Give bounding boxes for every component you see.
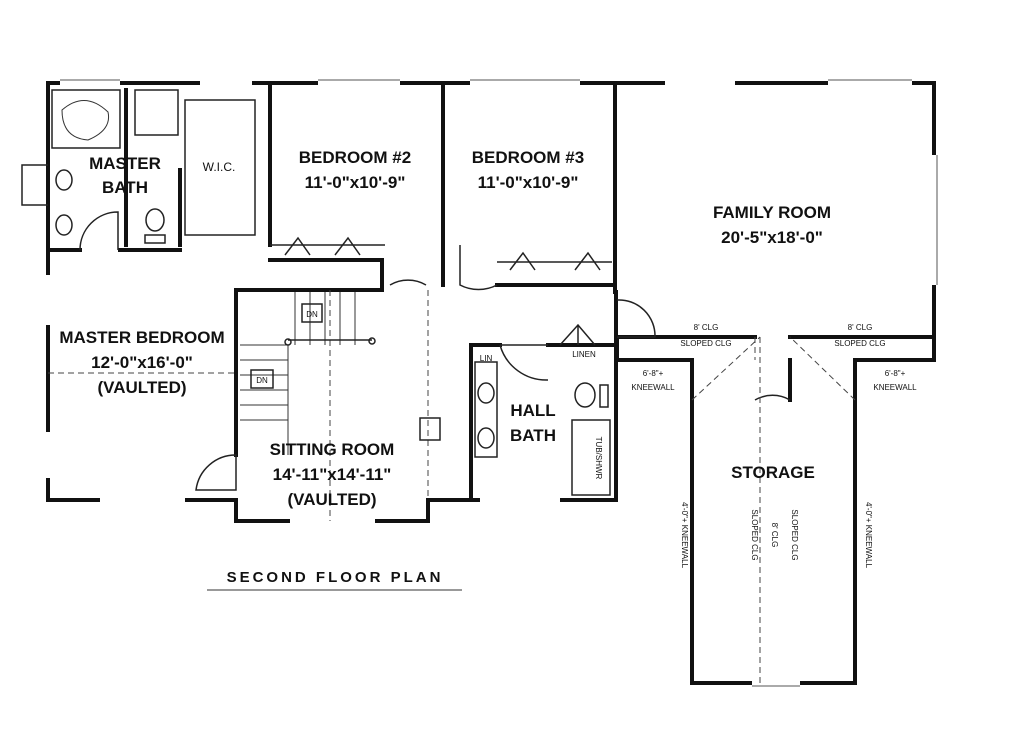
closet-doors <box>270 236 612 271</box>
doors <box>79 211 791 491</box>
clg-left-1: 8' CLG <box>694 323 719 332</box>
clg-left-2: SLOPED CLG <box>680 339 731 348</box>
bedroom3-size: 11'-0"x10'-9" <box>478 173 579 192</box>
clg-right-2: SLOPED CLG <box>834 339 885 348</box>
hall-bath-label-2: BATH <box>510 426 556 445</box>
tub-shwr-label: TUB/SHWR <box>594 437 603 480</box>
bedroom2-size: 11'-0"x10'-9" <box>305 173 406 192</box>
wic-label: W.I.C. <box>203 160 236 174</box>
room-labels: MASTER BATH W.I.C. BEDROOM #2 11'-0"x10'… <box>59 148 831 509</box>
master-bedroom-size: 12'-0"x16'-0" <box>91 353 193 372</box>
hall-bath-fixtures <box>419 361 611 496</box>
storage-sloped-right: SLOPED CLG <box>790 509 799 560</box>
linen-label: LINEN <box>572 350 596 359</box>
master-bath-fixtures <box>51 89 256 244</box>
dn-label-1: DN <box>306 310 318 319</box>
sitting-room-name: SITTING ROOM <box>270 440 395 459</box>
storage-label: STORAGE <box>731 463 815 482</box>
storage-knee-right: 4'-0"+ KNEEWALL <box>864 502 873 569</box>
windows <box>45 79 938 687</box>
knee-left-2: KNEEWALL <box>631 383 675 392</box>
dashed-lines <box>48 290 856 683</box>
master-bath-label-1: MASTER <box>89 154 161 173</box>
clg-right-1: 8' CLG <box>848 323 873 332</box>
knee-right-2: KNEEWALL <box>873 383 917 392</box>
stairs <box>240 292 376 455</box>
dn-box-1 <box>301 303 323 323</box>
sitting-room-note: (VAULTED) <box>287 490 376 509</box>
family-room-name: FAMILY ROOM <box>713 203 831 222</box>
interior-walls <box>46 81 936 502</box>
dn-label-2: DN <box>256 376 268 385</box>
hall-bath-label-1: HALL <box>510 401 555 420</box>
lin-label: LIN <box>480 354 493 363</box>
bedroom2-name: BEDROOM #2 <box>299 148 411 167</box>
dn-box-2 <box>250 369 274 389</box>
master-bath-label-2: BATH <box>102 178 148 197</box>
knee-left-1: 6'-8"+ <box>643 369 664 378</box>
annotation-labels: DN DN LIN LINEN TUB/SHWR 8' CLG SLOPED C… <box>250 303 917 569</box>
sitting-room-size: 14'-11"x14'-11" <box>273 465 392 484</box>
master-bedroom-name: MASTER BEDROOM <box>59 328 224 347</box>
storage-clg: 8' CLG <box>770 523 779 548</box>
storage-sloped-left: SLOPED CLG <box>750 509 759 560</box>
storage-knee-left: 4'-0"+ KNEEWALL <box>680 502 689 569</box>
knee-right-1: 6'-8"+ <box>885 369 906 378</box>
family-room-size: 20'-5"x18'-0" <box>721 228 823 247</box>
bedroom3-name: BEDROOM #3 <box>472 148 584 167</box>
plan-title: SECOND FLOOR PLAN <box>227 569 444 586</box>
master-bedroom-note: (VAULTED) <box>97 378 186 397</box>
